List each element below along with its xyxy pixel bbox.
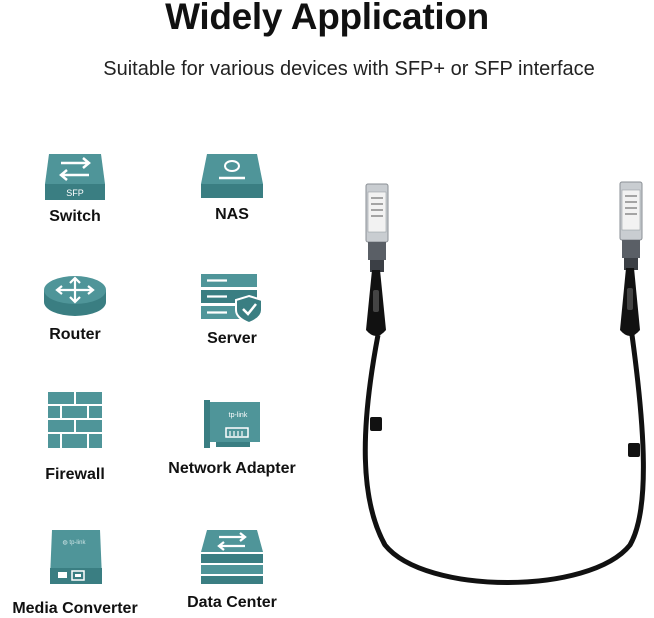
network-adapter-icon: tp-link	[204, 400, 260, 448]
nas-icon	[201, 154, 263, 198]
device-label: Network Adapter	[168, 460, 296, 477]
router-icon	[44, 276, 106, 316]
server-icon	[201, 274, 263, 324]
device-label: Data Center	[187, 594, 277, 611]
adapter-brand: tp-link	[229, 412, 248, 419]
device-firewall: Firewall	[0, 390, 150, 484]
device-data-center: Data Center	[157, 528, 307, 612]
device-label: Server	[207, 330, 257, 347]
device-media-converter: ◍ tp-link Media Converter	[0, 528, 150, 618]
device-server: Server	[157, 272, 307, 348]
media-converter-icon: ◍ tp-link	[50, 530, 102, 584]
data-center-icon	[201, 530, 263, 584]
page-subtitle: Suitable for various devices with SFP+ o…	[103, 58, 595, 80]
sfp-cable-image	[362, 181, 646, 585]
device-label: Media Converter	[12, 600, 138, 617]
device-network-adapter: tp-link Network Adapter	[157, 398, 307, 478]
device-label: Switch	[49, 208, 101, 225]
firewall-icon	[48, 392, 102, 448]
device-label: NAS	[215, 206, 249, 223]
switch-badge: SFP	[66, 188, 84, 198]
device-router: Router	[0, 272, 150, 344]
right-sfp-module	[619, 181, 643, 336]
left-sfp-module	[365, 183, 389, 336]
switch-icon: SFP	[45, 154, 105, 200]
device-label: Firewall	[45, 466, 105, 483]
device-label: Router	[49, 326, 101, 343]
svg-text:◍ tp-link: ◍ tp-link	[63, 540, 87, 546]
page-title: Widely Application	[165, 0, 489, 37]
device-nas: NAS	[157, 150, 307, 224]
device-switch: SFP Switch	[0, 150, 150, 226]
